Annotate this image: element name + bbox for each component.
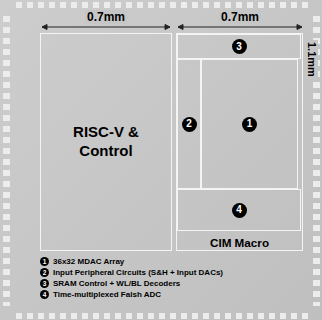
legend-row: 3 SRAM Control + WL/BL Decoders (40, 278, 223, 289)
dimension-label: 0.7mm (85, 10, 127, 24)
dimension-lines (42, 25, 302, 30)
pad-column (3, 16, 10, 306)
pad-row (16, 2, 308, 8)
dimension-arrow (42, 25, 47, 30)
pad-row (16, 313, 308, 319)
macro-block: CIM Macro 3 2 1 4 (176, 33, 303, 251)
legend-text: 36x32 MDAC Array (53, 257, 124, 266)
legend-text: SRAM Control + WL/BL Decoders (53, 279, 180, 288)
block-label: CIM Macro (177, 236, 302, 249)
decoder-band: 3 (177, 34, 301, 59)
dimension-line (178, 27, 302, 28)
legend-row: 4 Time-multiplexed Falsh ADC (40, 289, 223, 300)
peripheral-column: 2 (177, 59, 201, 189)
callout-number: 4 (40, 290, 49, 299)
callout-number: 4 (232, 203, 247, 218)
block-label: RISC-V & Control (66, 123, 146, 161)
legend-text: Time-multiplexed Falsh ADC (53, 290, 161, 299)
dimension-arrow (178, 25, 183, 30)
callout-number: 1 (40, 257, 49, 266)
callout-number: 2 (182, 117, 197, 132)
callout-number: 3 (40, 279, 49, 288)
callout-number: 3 (232, 39, 247, 54)
legend-text: Input Peripheral Circuits (S&H + Input D… (53, 268, 223, 277)
callout-number: 2 (40, 268, 49, 277)
processor-block: RISC-V & Control (40, 33, 172, 251)
legend-row: 1 36x32 MDAC Array (40, 256, 223, 267)
legend: 1 36x32 MDAC Array 2 Input Peripheral Circu… (40, 256, 223, 300)
callout-number: 1 (242, 117, 257, 132)
adc-band: 4 (177, 189, 301, 231)
dimension-label: 0.7mm (219, 10, 261, 24)
dimension-line (42, 27, 170, 28)
legend-row: 2 Input Peripheral Circuits (S&H + Input … (40, 267, 223, 278)
dimension-arrow (165, 25, 170, 30)
dimension-label: 1.1mm (306, 40, 318, 79)
dimension-arrow (297, 25, 302, 30)
array-block: 1 (201, 59, 298, 189)
